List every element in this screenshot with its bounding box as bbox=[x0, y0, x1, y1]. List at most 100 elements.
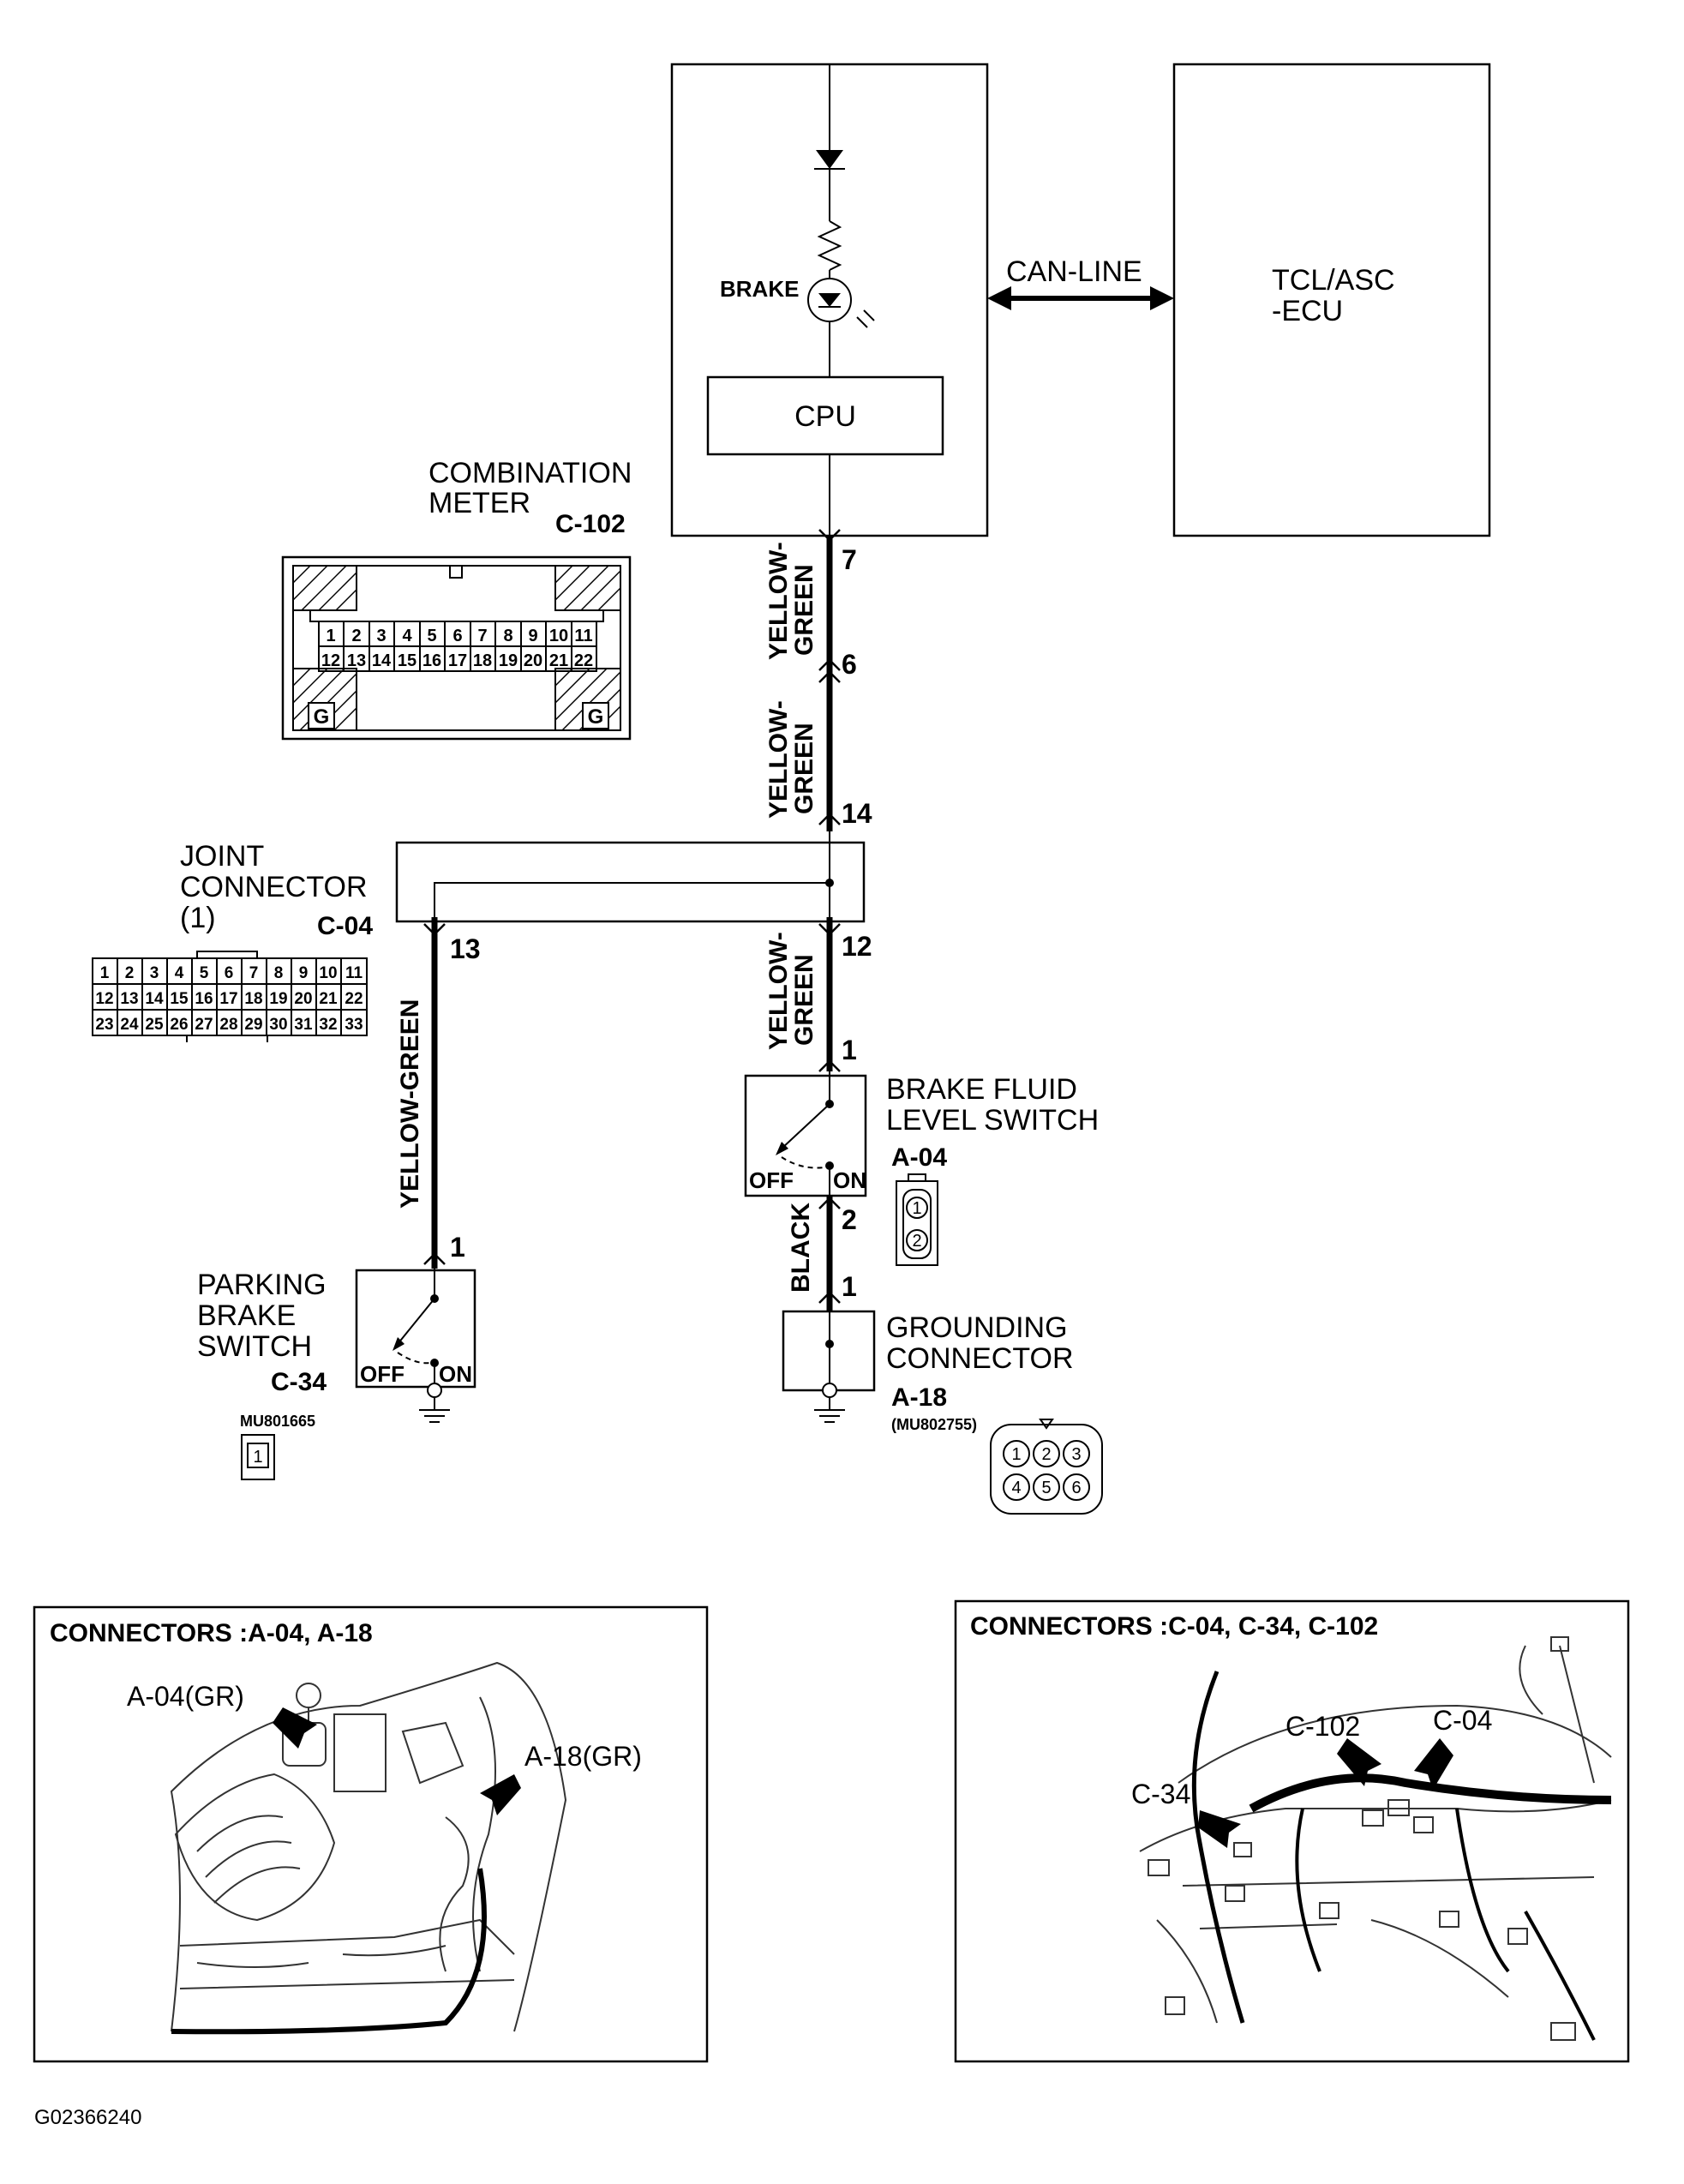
combination-meter-name-2: METER bbox=[428, 487, 530, 519]
c04-pin: 10 bbox=[319, 964, 337, 982]
callout-arrow-icon bbox=[1337, 1738, 1381, 1786]
light-ray-icon bbox=[856, 316, 868, 328]
fluid-switch-name-2: LEVEL SWITCH bbox=[886, 1104, 1099, 1137]
c102-pin: 7 bbox=[477, 627, 487, 645]
wire-label-yellow: YELLOW- bbox=[764, 932, 793, 1050]
c04-pin: 20 bbox=[294, 990, 312, 1008]
cpu-label: CPU bbox=[794, 400, 856, 433]
c102-key bbox=[449, 565, 463, 579]
fluid-switch-name-1: BRAKE FLUID bbox=[886, 1073, 1077, 1106]
callout-arrow-icon bbox=[273, 1707, 317, 1749]
c04-pin: 6 bbox=[225, 964, 234, 982]
junction-dot bbox=[825, 879, 834, 887]
harness-left bbox=[171, 1868, 487, 2035]
arrowhead-left-icon bbox=[987, 286, 1011, 310]
wire-label-yellow: YELLOW- bbox=[764, 700, 793, 819]
figure-id: G02366240 bbox=[34, 2106, 141, 2129]
left-panel-title: CONNECTORS :A-04, A-18 bbox=[50, 1619, 373, 1647]
c04-pin: 26 bbox=[170, 1016, 188, 1034]
c04-pin: 9 bbox=[299, 964, 309, 982]
c102-pin: 14 bbox=[372, 651, 392, 670]
wire-label-green: GREEN bbox=[790, 723, 818, 814]
c102-pin: 15 bbox=[398, 651, 417, 670]
c102-pin: 1 bbox=[326, 627, 335, 645]
c102-pin: 3 bbox=[376, 627, 386, 645]
can-line-label: CAN-LINE bbox=[1006, 255, 1142, 288]
fluid-switch-id: A-04 bbox=[891, 1143, 947, 1172]
c102-ground-right bbox=[582, 702, 609, 729]
switch-travel-dashed bbox=[397, 1352, 431, 1365]
brake-fluid-switch-box bbox=[744, 1074, 867, 1197]
wire-label-black: BLACK bbox=[787, 1203, 815, 1293]
a04-pin: 2 bbox=[912, 1232, 921, 1251]
joint-internal-bus bbox=[434, 831, 830, 917]
ground-id: A-18 bbox=[891, 1383, 947, 1412]
c34-connector-face: 1 bbox=[241, 1434, 275, 1480]
pin-joint-out-main: 12 bbox=[842, 931, 872, 962]
cpu-box bbox=[706, 375, 944, 456]
c04-pin: 32 bbox=[319, 1016, 337, 1034]
pin-parking-in: 1 bbox=[450, 1232, 465, 1263]
pin-fluid-in: 1 bbox=[842, 1035, 857, 1065]
resistor-icon bbox=[817, 220, 842, 271]
parking-switch-part-no: MU801665 bbox=[240, 1413, 315, 1430]
c04-pin: 29 bbox=[244, 1016, 262, 1034]
switch-arrow-icon bbox=[776, 1142, 788, 1155]
c102-shroud bbox=[309, 610, 604, 622]
c04-pin: 28 bbox=[219, 1016, 237, 1034]
brake-lamp-label: BRAKE bbox=[720, 276, 799, 302]
ground-name-1: GROUNDING bbox=[886, 1311, 1068, 1344]
c04-pin: 13 bbox=[120, 990, 138, 1008]
c102-pin: 13 bbox=[347, 651, 366, 670]
pin-joint-out-branch: 13 bbox=[450, 933, 481, 964]
c04-pin: 21 bbox=[319, 990, 338, 1008]
c04-pin: 30 bbox=[269, 1016, 287, 1034]
c04-pin: 27 bbox=[195, 1016, 213, 1034]
switch-travel-dashed bbox=[781, 1156, 825, 1169]
c102-hatch-tr bbox=[554, 565, 621, 611]
joint-connector-box bbox=[395, 841, 866, 923]
c102-pin: 10 bbox=[549, 627, 568, 645]
c102-pin: 5 bbox=[427, 627, 436, 645]
c04-pin: 7 bbox=[249, 964, 259, 982]
dashboard-illustration bbox=[1139, 1636, 1612, 2041]
c04-pin: 5 bbox=[200, 964, 209, 982]
c04-pin: 11 bbox=[345, 964, 363, 982]
switch-lever-icon bbox=[397, 1298, 435, 1345]
ground-contact bbox=[825, 1340, 834, 1348]
wire-label-yellow: YELLOW- bbox=[764, 542, 793, 660]
pin-meter-out: 7 bbox=[842, 544, 857, 575]
c102-g-label: G bbox=[588, 705, 604, 729]
c04-pin: 4 bbox=[175, 964, 184, 982]
parking-switch-on: ON bbox=[439, 1361, 472, 1387]
led-triangle bbox=[818, 293, 841, 307]
c04-pin: 15 bbox=[170, 990, 189, 1008]
c102-pin: 19 bbox=[499, 651, 518, 670]
tcl-asc-ecu-box bbox=[1172, 63, 1491, 537]
callout-c04: C-04 bbox=[1433, 1705, 1492, 1736]
c04-pin: 24 bbox=[120, 1016, 139, 1034]
callout-c102: C-102 bbox=[1285, 1711, 1360, 1742]
c102-pin: 6 bbox=[452, 627, 462, 645]
a18-pin: 2 bbox=[1041, 1445, 1051, 1464]
parking-switch-name-1: PARKING bbox=[197, 1269, 327, 1301]
ground-part-no: (MU802755) bbox=[891, 1416, 977, 1433]
c102-outline bbox=[281, 555, 632, 741]
callout-arrow-icon bbox=[1414, 1738, 1453, 1790]
fluid-switch-off: OFF bbox=[749, 1167, 794, 1193]
fluid-switch-on: ON bbox=[833, 1167, 866, 1193]
c04-pin: 25 bbox=[145, 1016, 164, 1034]
main-harness bbox=[1249, 1773, 1612, 1813]
a18-pin: 3 bbox=[1071, 1445, 1081, 1464]
c04-pin: 16 bbox=[195, 990, 213, 1008]
c102-pin: 21 bbox=[549, 651, 568, 670]
c04-pin: 23 bbox=[95, 1016, 113, 1034]
c102-pin: 2 bbox=[351, 627, 361, 645]
c04-pin: 33 bbox=[345, 1016, 363, 1034]
wire-label-green: GREEN bbox=[790, 564, 818, 656]
c04-pin: 18 bbox=[244, 990, 262, 1008]
harness-branch bbox=[1295, 1808, 1596, 2041]
c04-pin: 12 bbox=[95, 990, 113, 1008]
c102-pin: 12 bbox=[321, 651, 340, 670]
